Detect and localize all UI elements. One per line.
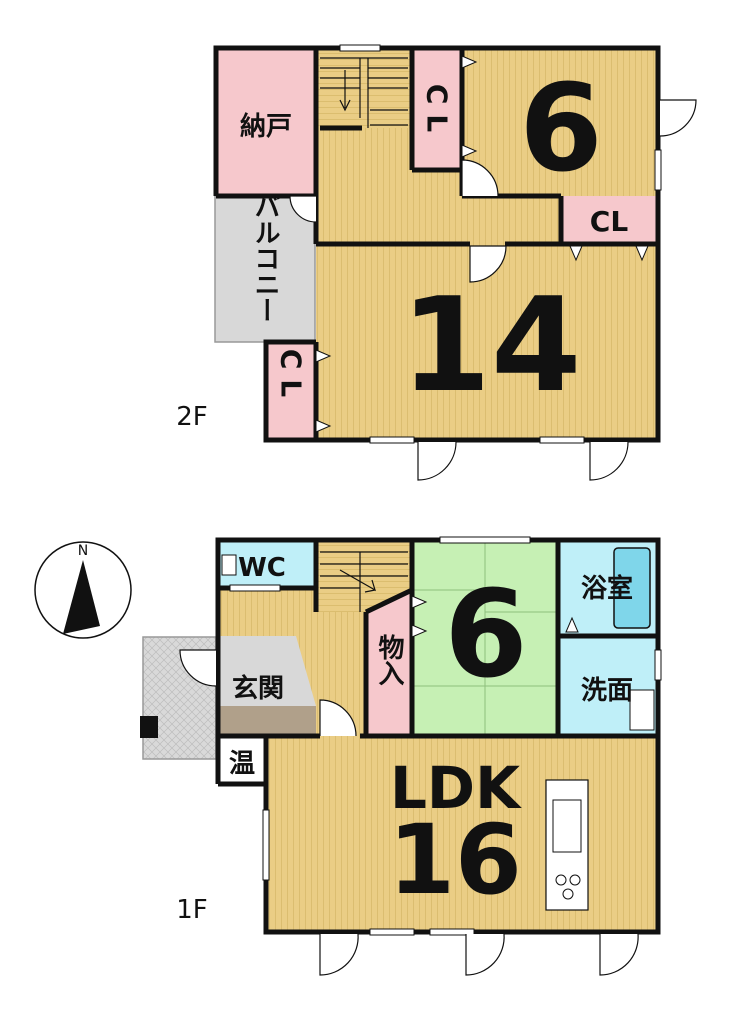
floor-2f: 納戸 バルコニー C L CL C L 6 14 2F (176, 44, 697, 481)
ldk-label: LDK (390, 754, 522, 822)
sink-icon (629, 689, 655, 731)
doors-1f (179, 649, 639, 976)
ldk-size: 16 (388, 804, 522, 916)
closet-left (266, 342, 316, 440)
closet-doors-2f (315, 55, 649, 433)
storage-room-2f (216, 48, 316, 196)
floor-1f: WC 玄関 物入 6 浴室 洗面 温 LDK 16 1F (140, 536, 662, 976)
balcony-area (214, 195, 316, 343)
windows-2f (339, 44, 662, 444)
toilet-label: WC (238, 553, 286, 583)
water-heater-room (218, 736, 266, 784)
storage-label-2f: 納戸 (240, 111, 292, 142)
closet-doors-1f (411, 595, 579, 638)
porch-post-icon (140, 716, 158, 738)
toilet-fixture-icon (221, 554, 237, 576)
tatami-room-size: 6 (444, 566, 528, 705)
entrance-label: 玄関 (232, 673, 284, 704)
stove-icon (555, 874, 581, 900)
bedroom-6-size: 6 (519, 60, 603, 199)
compass-needle-icon (63, 560, 100, 634)
entrance-step (218, 706, 316, 736)
closet-left-label: C L (275, 349, 308, 397)
stairs-1f (320, 551, 408, 612)
storage-room-1f (366, 590, 412, 736)
tatami-lines (412, 540, 558, 736)
floor-2f-label: 2F (176, 402, 208, 432)
compass: N (34, 541, 132, 639)
bedroom-6-area (462, 48, 658, 196)
ldk-room (266, 736, 658, 932)
closet-upper-label: C L (421, 84, 454, 132)
closet-right (561, 196, 658, 244)
bath-label: 浴室 (581, 573, 633, 604)
water-heater-label: 温 (229, 749, 255, 779)
washroom-label: 洗面 (581, 676, 633, 706)
floor-1f-label: 1F (176, 895, 208, 925)
kitchen-sink-icon (552, 799, 582, 853)
closet-upper (412, 48, 462, 170)
closet-right-label: CL (590, 205, 629, 238)
bedroom-14-size: 14 (401, 269, 582, 421)
entrance-floor-tile (218, 636, 316, 706)
doors-2f (289, 99, 697, 481)
windows-1f (229, 536, 662, 936)
compass-north-label: N (78, 543, 88, 559)
bathtub-icon (613, 547, 651, 629)
storage-label-1f: 物入 (374, 634, 404, 686)
balcony-label: バルコニー (250, 193, 280, 323)
